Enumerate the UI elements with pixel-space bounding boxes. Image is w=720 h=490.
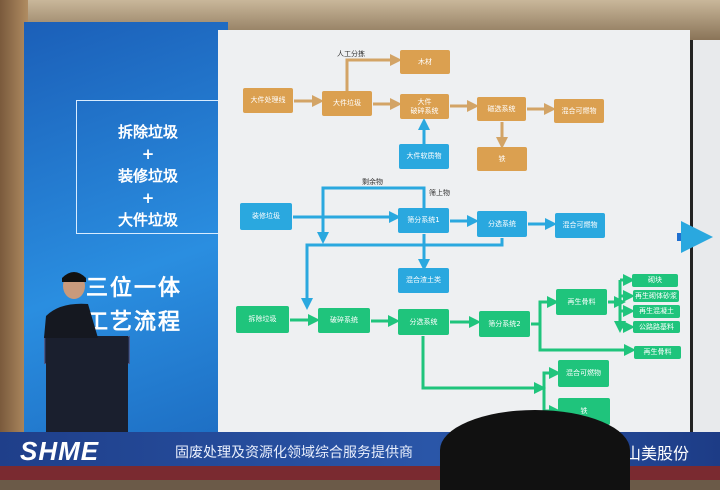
node-mixed-soil: 混合渣土类: [398, 268, 449, 293]
podium: [46, 336, 128, 446]
line-decoration: 装修垃圾: [117, 167, 178, 185]
node-screen-2: 筛分系统2: [479, 311, 530, 337]
node-mixed-combustible-2: 混合可燃物: [555, 213, 605, 238]
node-recycled-aggregate-2: 再生骨料: [634, 346, 681, 359]
brand-name: 山美股份: [625, 444, 690, 463]
panel-title: 三位一体 工艺流程: [86, 272, 182, 340]
label-residue: 剩余物: [362, 178, 383, 186]
label-oversize: 筛上物: [429, 189, 450, 197]
node-crush: 破碎系统: [318, 308, 370, 333]
node-masonry-mortar: 再生砌体砂浆: [633, 290, 679, 302]
speaker-person: [44, 272, 98, 338]
node-block: 砌块: [632, 274, 678, 287]
plus-1: +: [141, 145, 155, 163]
node-large-waste: 大件垃圾: [322, 91, 372, 116]
node-iron-1: 铁: [477, 147, 527, 171]
audience-head: [440, 410, 630, 490]
node-mixed-combustible-3: 混合可燃物: [558, 360, 609, 387]
node-roadbed: 公路路基料: [633, 321, 680, 333]
node-demolition-waste: 拆除垃圾: [236, 306, 289, 333]
node-decoration-waste: 装修垃圾: [240, 203, 292, 230]
node-wood: 木材: [400, 50, 450, 74]
node-mixed-combustible-1: 混合可燃物: [554, 99, 604, 123]
node-large-line: 大件处理线: [243, 88, 293, 113]
flow-arrows: [290, 54, 713, 417]
slogan: 固废处理及资源化领域综合服务提供商: [175, 445, 413, 461]
node-sorting-2: 分选系统: [398, 309, 449, 335]
title-line-2: 工艺流程: [86, 310, 183, 335]
plus-2: +: [141, 189, 155, 207]
line-large: 大件垃圾: [117, 211, 178, 229]
node-screen-1: 筛分系统1: [398, 208, 449, 233]
node-concrete: 再生混凝土: [633, 305, 680, 318]
waste-types-box: 拆除垃圾 + 装修垃圾 + 大件垃圾: [76, 100, 220, 234]
node-large-crush: 大件 破碎系统: [400, 94, 449, 119]
node-recycled-aggregate: 再生骨料: [556, 289, 607, 315]
node-magnetic: 磁选系统: [477, 97, 526, 121]
title-line-1: 三位一体: [86, 276, 183, 301]
hall-wall: [0, 0, 28, 440]
label-manual-sort: 人工分拣: [337, 50, 365, 58]
blue-arrows: [293, 118, 557, 310]
company-logo: SHME: [20, 436, 100, 466]
node-sorting-1: 分选系统: [477, 211, 527, 237]
node-large-soft: 大件软质物: [399, 144, 449, 169]
line-demolition: 拆除垃圾: [117, 123, 178, 141]
orange-arrows: [294, 54, 556, 149]
flowchart-slide: [218, 30, 690, 432]
